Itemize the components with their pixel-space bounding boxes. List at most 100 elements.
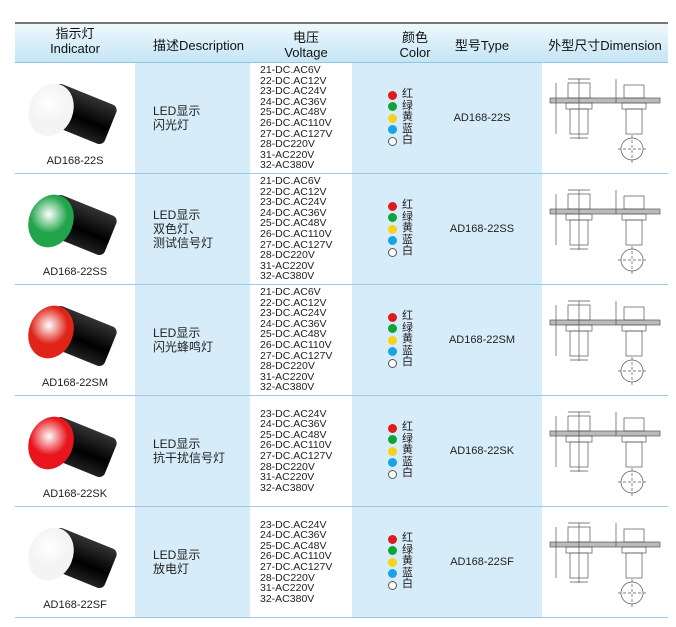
description-line: LED显示 xyxy=(153,548,201,562)
color-option: 黄 xyxy=(388,556,442,568)
color-label: 黄 xyxy=(402,555,413,568)
color-dot-icon xyxy=(388,224,397,234)
header-zh: 指示灯 xyxy=(55,26,95,41)
color-dot-icon xyxy=(388,435,397,444)
header-en: Indicator xyxy=(50,41,100,56)
color-label: 白 xyxy=(402,134,413,147)
type-cell: AD168-22S xyxy=(442,63,542,173)
description-line: 闪光蜂鸣灯 xyxy=(153,340,214,354)
description-line: 双色灯、 xyxy=(153,222,202,236)
color-option: 绿 xyxy=(388,321,442,335)
color-option: 蓝 xyxy=(388,455,442,469)
header-en: Voltage xyxy=(284,45,328,60)
type-label: AD168-22SK xyxy=(449,445,515,457)
type-label: AD168-22SS xyxy=(449,223,515,235)
color-label: 绿 xyxy=(402,321,413,334)
color-dot-icon xyxy=(388,358,397,368)
voltage-option: 21-DC.AC6V xyxy=(260,64,321,77)
voltage-option: 24-DC.AC36V xyxy=(260,206,327,219)
header-en: Type xyxy=(480,37,510,53)
color-label: 红 xyxy=(402,88,413,101)
voltage-option: 23-DC.AC24V xyxy=(260,307,327,320)
type-cell: AD168-22SK xyxy=(442,396,542,506)
color-dot-icon xyxy=(388,125,397,134)
color-label: 蓝 xyxy=(402,233,413,246)
color-cell: 红绿黄蓝白 xyxy=(352,63,442,173)
color-label: 绿 xyxy=(402,432,413,445)
indicator-cell: AD168-22SK xyxy=(15,396,135,506)
model-label: AD168-22SK xyxy=(42,488,108,500)
color-option: 白 xyxy=(388,135,442,147)
color-label: 蓝 xyxy=(402,455,413,468)
description-line: LED显示 xyxy=(153,326,201,340)
type-label: AD168-22S xyxy=(453,112,511,124)
voltage-option: 23-DC.AC24V xyxy=(260,85,327,98)
voltage-option: 32-AC380V xyxy=(260,592,315,605)
voltage-option: 28-DC220V xyxy=(260,360,315,373)
color-label: 红 xyxy=(402,310,413,323)
color-dot-icon xyxy=(388,113,397,123)
color-label: 蓝 xyxy=(402,566,413,579)
color-option: 白 xyxy=(388,579,442,591)
dimension-cell xyxy=(542,63,668,173)
description-line: LED显示 xyxy=(153,104,201,118)
color-dot-icon xyxy=(388,580,397,590)
voltage-option: 27-DC.AC127V xyxy=(260,127,333,140)
voltage-option: 24-DC.AC36V xyxy=(260,418,327,431)
color-dot-icon xyxy=(388,213,397,222)
voltage-option: 26-DC.AC110V xyxy=(260,339,332,351)
voltage-option: 22-DC.AC12V xyxy=(260,74,327,87)
voltage-option: 26-DC.AC110V xyxy=(260,550,332,563)
color-option: 黄 xyxy=(388,112,442,124)
model-label: AD168-22SS xyxy=(42,266,108,278)
color-dot-icon xyxy=(388,546,397,555)
description-line: 闪光灯 xyxy=(153,118,190,132)
color-label: 绿 xyxy=(402,543,413,556)
voltage-option: 31-AC220V xyxy=(260,148,315,161)
voltage-option: 32-AC380V xyxy=(260,381,315,394)
color-dot-icon xyxy=(388,324,397,333)
voltage-option: 24-DC.AC36V xyxy=(260,529,327,542)
voltage-option: 32-AC380V xyxy=(260,481,315,494)
color-option: 黄 xyxy=(388,445,442,457)
voltage-option: 28-DC220V xyxy=(260,138,315,151)
description-cell: LED显示闪光灯 xyxy=(135,63,250,173)
color-dot-icon xyxy=(388,446,397,456)
indicator-lamp-image xyxy=(20,298,125,369)
color-dot-icon xyxy=(388,458,397,467)
color-dot-icon xyxy=(388,347,397,356)
color-option: 白 xyxy=(388,468,442,480)
voltage-option: 21-DC.AC6V xyxy=(260,175,321,188)
voltage-option: 23-DC.AC24V xyxy=(260,407,327,420)
voltage-option: 22-DC.AC12V xyxy=(260,185,327,198)
voltage-option: 21-DC.AC6V xyxy=(260,286,321,299)
color-label: 白 xyxy=(402,467,413,480)
voltage-option: 27-DC.AC127V xyxy=(260,349,333,362)
description-cell: LED显示放电灯 xyxy=(135,507,250,617)
type-cell: AD168-22SM xyxy=(442,285,542,395)
voltage-option: 31-AC220V xyxy=(260,471,315,484)
color-option: 黄 xyxy=(388,223,442,235)
color-dot-icon xyxy=(388,557,397,567)
type-label: AD168-22SF xyxy=(450,556,514,568)
voltage-option: 28-DC220V xyxy=(260,249,315,262)
indicator-cell: AD168-22SF xyxy=(15,507,135,617)
color-dot-icon xyxy=(388,335,397,345)
type-label: AD168-22SM xyxy=(448,334,516,346)
header-zh: 颜色 xyxy=(401,30,428,45)
header-zh: 描述 xyxy=(153,37,180,53)
voltage-option: 25-DC.AC48V xyxy=(260,428,327,441)
voltage-option: 25-DC.AC48V xyxy=(260,217,327,230)
indicator-lamp-image xyxy=(20,187,125,258)
voltage-option: 28-DC220V xyxy=(260,460,315,473)
